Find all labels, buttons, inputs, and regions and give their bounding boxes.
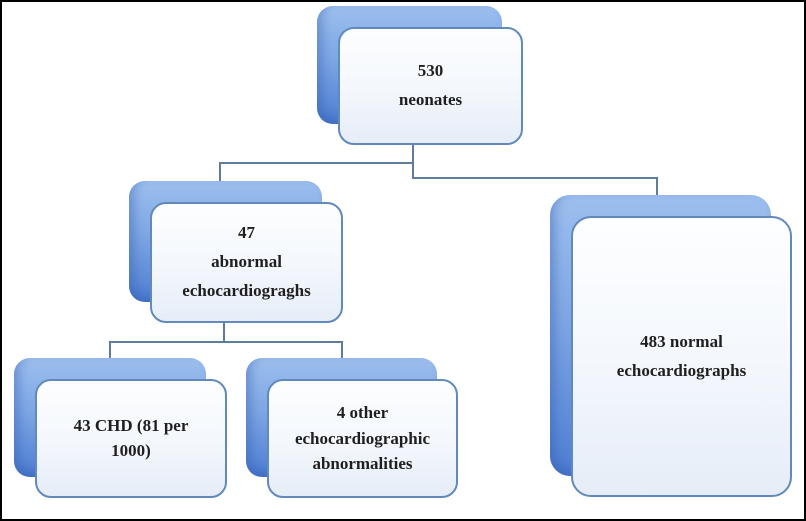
node-other-line2: echocardiographic [294,428,431,448]
connector-trunk-top [412,125,414,179]
node-other-line3: abnormalities [312,454,413,474]
node-other-box: 4 other echocardiographic abnormalities [267,379,458,498]
node-neonates-box: 530 neonates [338,27,523,145]
connector-left-horizontal [219,162,414,164]
node-abnormal-line2: abnormal [211,252,282,272]
node-normal-line1: 483 normal [640,331,723,351]
connector-left-drop [219,162,221,188]
node-abnormal-box: 47 abnormal echocardiograghs [150,202,343,323]
node-chd: 43 CHD (81 per 1000) [14,358,227,498]
node-abnormal-line3: echocardiograghs [182,280,311,300]
node-other-line1: 4 other [336,403,389,423]
node-normal-box: 483 normal echocardiographs [571,216,792,497]
node-abnormal-line1: 47 [238,223,255,243]
node-chd-line1: 43 CHD (81 per [73,415,189,435]
node-other-abnormalities: 4 other echocardiographic abnormalities [246,358,458,498]
connector-right-drop [656,177,658,199]
connector-chd-drop [109,341,111,360]
node-normal-line2: echocardiographs [616,360,747,380]
connector-lower-horizontal [109,341,343,343]
connector-other-drop [341,341,343,360]
node-neonates-line1: 530 [417,61,444,81]
node-chd-line2: 1000) [111,440,151,460]
node-normal-echocardiographs: 483 normal echocardiographs [550,195,792,497]
node-neonates-line2: neonates [398,90,463,109]
node-chd-box: 43 CHD (81 per 1000) [35,379,227,498]
node-abnormal-echocardiographs: 47 abnormal echocardiograghs [129,181,343,323]
node-neonates: 530 neonates [317,6,523,145]
connector-right-horizontal [412,177,658,179]
